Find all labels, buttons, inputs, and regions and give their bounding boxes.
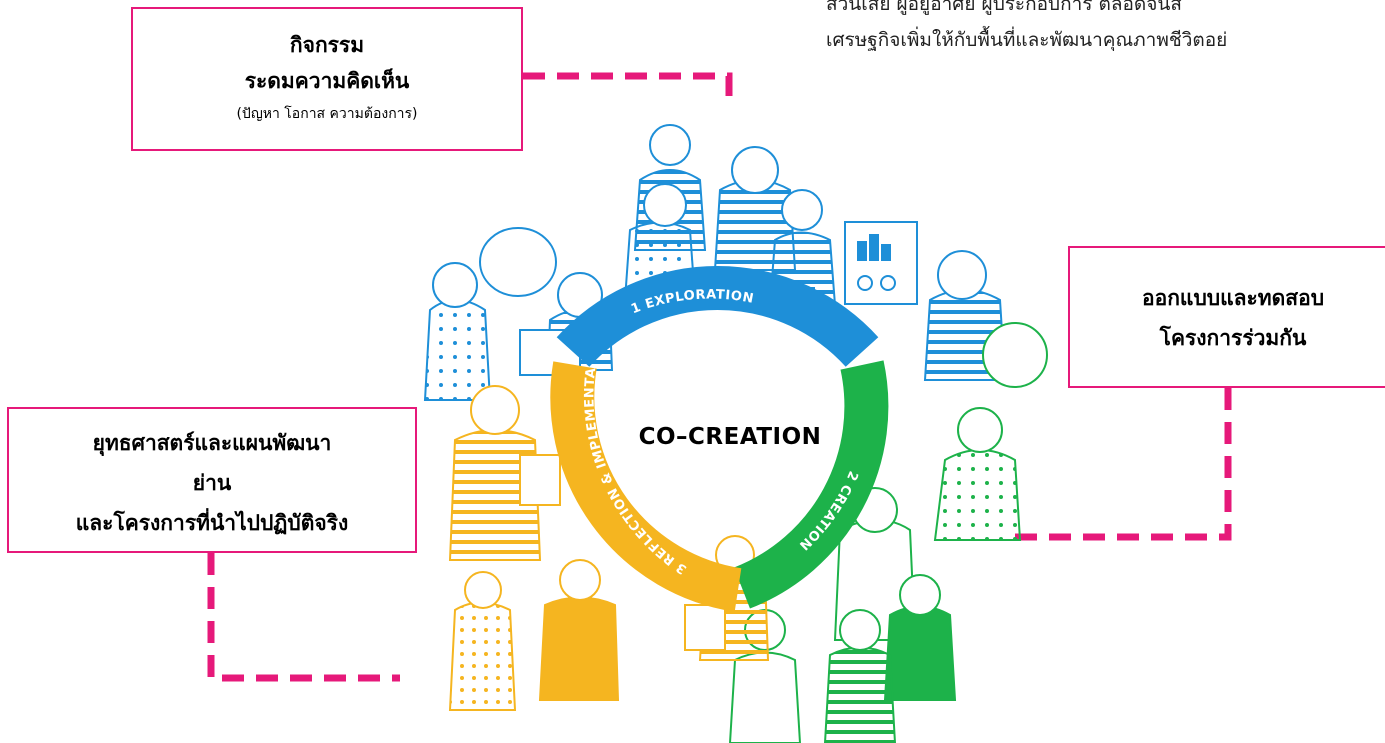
reflection-arc bbox=[550, 361, 742, 612]
head-top-3 bbox=[643, 183, 687, 227]
intro-line-2: เศรษฐกิจเพิ่มให้กับพื้นที่และพัฒนาคุณภาพ… bbox=[826, 29, 1228, 51]
cycle-ring bbox=[550, 265, 889, 612]
connector-strategy bbox=[207, 553, 400, 682]
exploration-arc bbox=[556, 265, 879, 368]
creation-arc bbox=[733, 360, 889, 609]
speech-bubble-icon bbox=[479, 227, 557, 297]
person-yellow-3 bbox=[538, 596, 620, 701]
activity-title-2: ระดมความคิดเห็น bbox=[244, 69, 410, 93]
design-box: ออกแบบและทดสอบ โครงการร่วมกัน bbox=[1068, 246, 1385, 388]
chart-board-icon bbox=[844, 221, 918, 305]
person-yellow-2 bbox=[448, 601, 517, 711]
strategy-title-1: ยุทธศาสตร์และแผนพัฒนา bbox=[92, 431, 332, 455]
intro-text: ส่วนเสีย ผู้อยู่อาศัย ผู้ประกอบการ ตลอดจ… bbox=[826, 0, 1385, 58]
connector-design bbox=[1013, 388, 1232, 541]
strategy-box: ยุทธศาสตร์และแผนพัฒนา ย่าน และโครงการที่… bbox=[7, 407, 417, 553]
person-green-3 bbox=[823, 646, 897, 743]
head-top-2 bbox=[731, 146, 779, 194]
green-bubble bbox=[982, 322, 1048, 388]
hub-label: CO–CREATION bbox=[638, 424, 822, 450]
activity-box: กิจกรรม ระดมความคิดเห็น (ปัญหา โอกาส ควา… bbox=[131, 7, 523, 151]
intro-line-1: ส่วนเสีย ผู้อยู่อาศัย ผู้ประกอบการ ตลอดจ… bbox=[826, 0, 1182, 15]
dashed-connectors bbox=[207, 72, 1232, 682]
design-title-2: โครงการร่วมกัน bbox=[1159, 326, 1307, 350]
person-waving bbox=[933, 449, 1022, 541]
person-green-4 bbox=[728, 651, 802, 743]
design-title-1: ออกแบบและทดสอบ bbox=[1141, 286, 1325, 310]
person-left-woman bbox=[423, 299, 492, 401]
head-top-1 bbox=[649, 124, 691, 166]
activity-title-1: กิจกรรม bbox=[289, 33, 365, 57]
strategy-title-2: ย่าน bbox=[192, 471, 232, 495]
activity-subtitle: (ปัญหา โอกาส ความต้องการ) bbox=[236, 106, 418, 122]
person-green-2 bbox=[883, 605, 957, 701]
strategy-title-3: และโครงการที่นำไปปฏิบัติจริง bbox=[75, 511, 349, 535]
connector-activity bbox=[523, 72, 733, 102]
head-top-4 bbox=[781, 189, 823, 231]
